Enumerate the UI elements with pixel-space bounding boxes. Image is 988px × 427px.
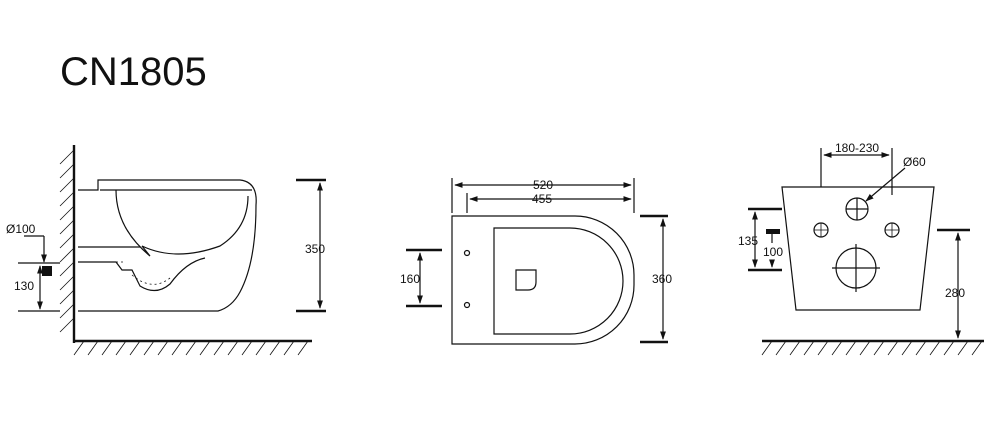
length-overall-label: 520 xyxy=(533,178,553,192)
height-label: 350 xyxy=(305,242,325,256)
side-bowl-outline xyxy=(78,179,257,312)
width-label: 360 xyxy=(652,272,672,286)
trap-outline xyxy=(78,246,206,292)
side-view: Ø100 130 350 xyxy=(6,145,326,356)
water-level xyxy=(86,261,171,285)
rear-floor-hatch xyxy=(761,340,983,356)
outlet-diameter-label: Ø100 xyxy=(6,222,36,236)
top-bowl-inner xyxy=(493,227,624,335)
length-inner-label: 455 xyxy=(532,192,552,206)
outlet-marker-rear xyxy=(766,229,780,234)
side-bowl-inner xyxy=(115,189,249,257)
bolt-hole-bottom xyxy=(463,301,471,309)
top-bowl-outline xyxy=(451,215,635,345)
model-title: CN1805 xyxy=(60,50,207,94)
outlet-height-rear-label: 100 xyxy=(763,245,783,259)
floor-hatch xyxy=(73,340,309,356)
rear-view: 180-230 Ø60 135 100 280 xyxy=(738,141,984,356)
inlet-height-label: 135 xyxy=(738,234,758,248)
outlet-marker xyxy=(42,266,52,276)
wall-hatch xyxy=(59,149,75,333)
inlet-diameter-label: Ø60 xyxy=(903,155,926,169)
bolt-spacing-label: 160 xyxy=(400,272,420,286)
outlet-height-label: 130 xyxy=(14,279,34,293)
top-view: 520 455 160 360 xyxy=(400,178,672,345)
mount-height-label: 280 xyxy=(945,286,965,300)
spacing-range-label: 180-230 xyxy=(835,141,879,155)
bolt-hole-top xyxy=(463,249,471,257)
drain-outline xyxy=(515,269,537,291)
